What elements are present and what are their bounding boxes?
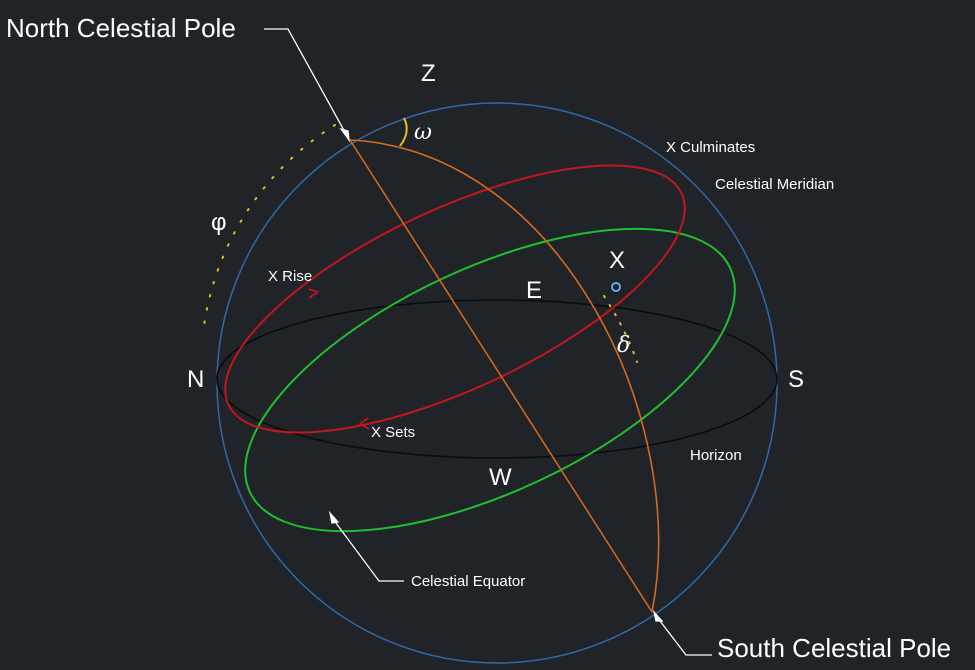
celestial-axis — [349, 139, 653, 613]
ncp-arrow-icon — [339, 127, 350, 143]
horizon-circle — [216, 299, 778, 459]
equator-arrow-icon — [328, 510, 340, 524]
omega-label: ω — [414, 120, 432, 145]
star-x-label: X — [609, 247, 625, 274]
x-rise-label: X Rise — [268, 268, 312, 285]
horizon-label: Horizon — [690, 447, 742, 464]
scp-arrow-icon — [652, 609, 664, 622]
hour-circle-through-x — [349, 139, 660, 613]
ncp-leader — [264, 28, 347, 135]
zenith-label: Z — [421, 60, 436, 87]
star-x-dot — [611, 282, 621, 292]
leader-lines — [264, 28, 712, 656]
south-label: S — [788, 366, 804, 393]
delta-label: δ — [617, 333, 630, 358]
south-celestial-pole-label: South Celestial Pole — [717, 633, 951, 663]
phi-label: φ — [211, 209, 227, 236]
scp-leader — [656, 616, 712, 656]
x-sets-label: X Sets — [371, 424, 415, 441]
north-label: N — [187, 366, 204, 393]
east-label: E — [526, 277, 542, 304]
celestial-equator-circle — [244, 227, 736, 533]
star-daily-path — [224, 164, 686, 434]
sets-arrow-icon — [358, 417, 370, 430]
celestial-equator-label: Celestial Equator — [411, 573, 525, 590]
omega-angle-arc — [399, 117, 408, 147]
rise-arrow-icon — [308, 288, 319, 299]
celestial-meridian-label: Celestial Meridian — [715, 176, 834, 193]
north-celestial-pole-label: North Celestial Pole — [6, 13, 236, 43]
x-culminates-label: X Culminates — [666, 139, 755, 156]
west-label: W — [489, 464, 512, 491]
equator-leader — [332, 518, 404, 582]
